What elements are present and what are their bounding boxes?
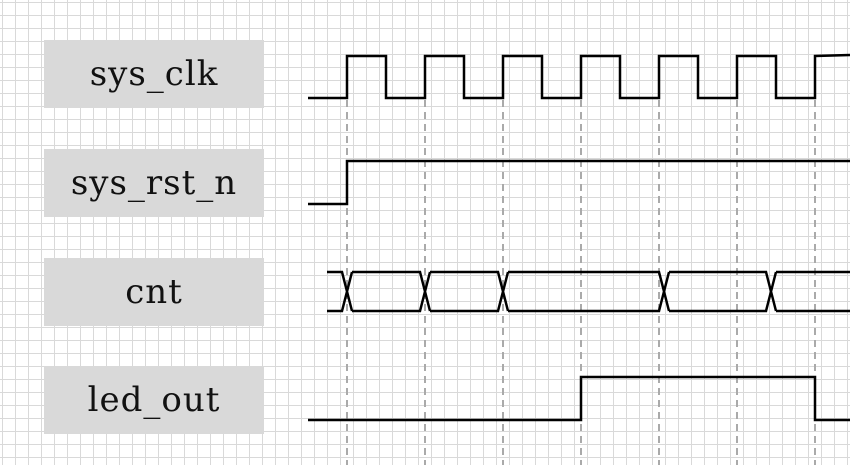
signal-label-cnt: cnt [44,258,264,326]
cnt-bus-waveform [327,270,850,313]
signal-label-sys-rst-n: sys_rst_n [44,149,264,217]
sys-rst-n-waveform [308,159,850,206]
sys-clk-waveform [308,53,850,100]
led-out-waveform [308,375,850,422]
signal-label-sys-clk: sys_clk [44,40,264,108]
signal-label-led-out: led_out [44,366,264,434]
